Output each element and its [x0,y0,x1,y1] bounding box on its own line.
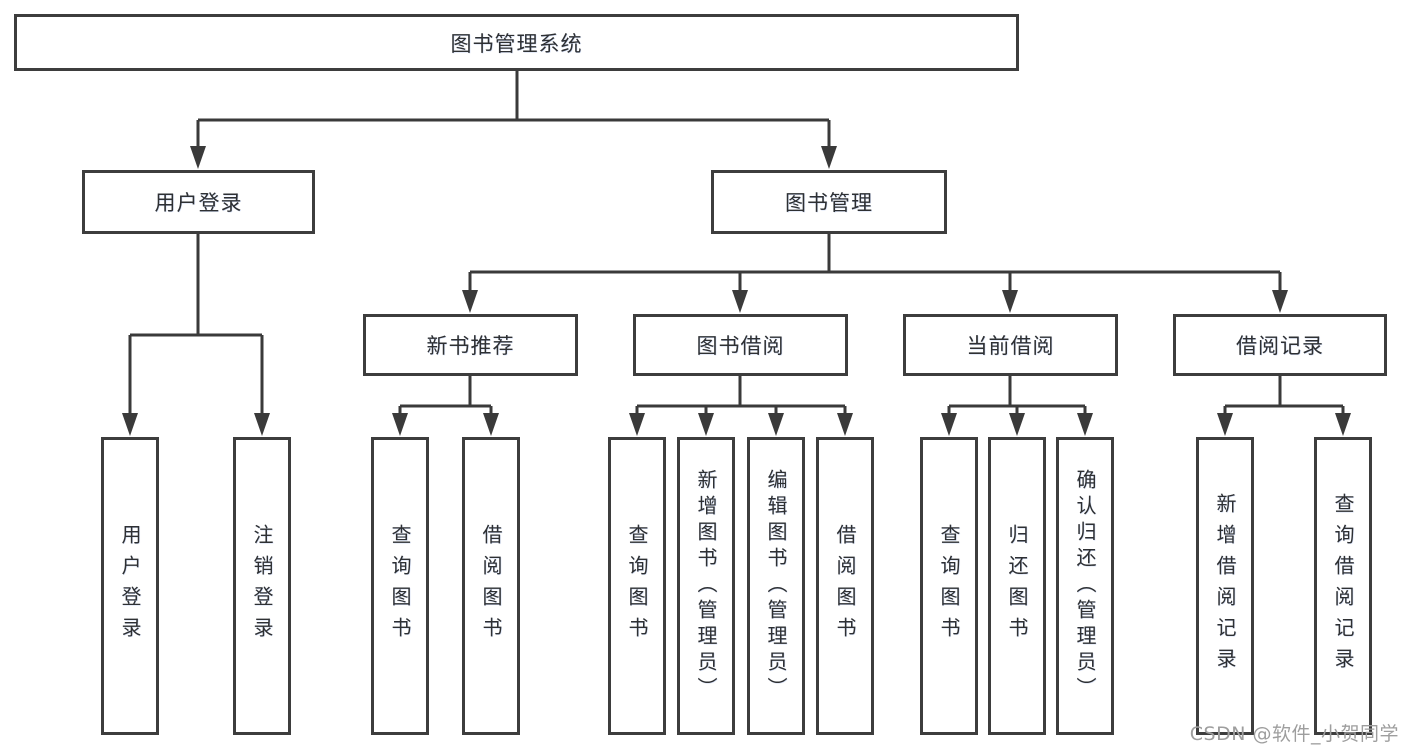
leaf-return-books-label: 归还图书 [1005,524,1029,648]
leaf-query-books-current: 查询图书 [920,437,978,735]
leaf-logout: 注销登录 [233,437,291,735]
node-borrow-records: 借阅记录 [1173,314,1387,376]
leaf-confirm-return-admin: 确认归还（管理员） [1056,437,1114,735]
leaf-add-books-admin-label: 新增图书（管理员） [694,469,718,703]
node-user-login: 用户登录 [82,170,315,234]
leaf-add-books-admin: 新增图书（管理员） [677,437,735,735]
leaf-query-books-borrow-label: 查询图书 [625,524,649,648]
leaf-query-books-current-label: 查询图书 [937,524,961,648]
leaf-logout-label: 注销登录 [250,524,274,648]
node-user-login-label: 用户登录 [154,191,243,215]
leaf-query-books-borrow: 查询图书 [608,437,666,735]
leaf-return-books: 归还图书 [988,437,1046,735]
node-book-borrow-label: 图书借阅 [696,334,785,358]
node-root: 图书管理系统 [14,14,1019,71]
node-current-borrow-label: 当前借阅 [966,334,1055,358]
leaf-add-borrow-record-label: 新增借阅记录 [1213,493,1237,679]
leaf-query-books-recommend: 查询图书 [371,437,429,735]
leaf-edit-books-admin-label: 编辑图书（管理员） [764,469,788,703]
node-root-label: 图书管理系统 [450,31,583,56]
leaf-query-borrow-record: 查询借阅记录 [1314,437,1372,735]
node-current-borrow: 当前借阅 [903,314,1118,376]
leaf-user-login: 用户登录 [101,437,159,735]
node-new-book-recommend: 新书推荐 [363,314,578,376]
leaf-borrow-books-recommend-label: 借阅图书 [479,524,503,648]
leaf-borrow-books: 借阅图书 [816,437,874,735]
arrowheads [122,146,1351,436]
node-borrow-records-label: 借阅记录 [1236,334,1324,358]
leaf-query-borrow-record-label: 查询借阅记录 [1331,493,1355,679]
leaf-confirm-return-admin-label: 确认归还（管理员） [1073,469,1097,703]
node-book-borrow: 图书借阅 [633,314,848,376]
leaf-borrow-books-recommend: 借阅图书 [462,437,520,735]
leaf-edit-books-admin: 编辑图书（管理员） [747,437,805,735]
node-book-management: 图书管理 [711,170,947,234]
leaf-query-books-recommend-label: 查询图书 [388,524,412,648]
csdn-watermark: CSDN @软件_小贺同学 [1189,723,1399,745]
leaf-borrow-books-label: 借阅图书 [833,524,857,648]
leaf-add-borrow-record: 新增借阅记录 [1196,437,1254,735]
leaf-user-login-label: 用户登录 [118,524,142,648]
node-book-management-label: 图书管理 [785,191,873,215]
node-new-book-recommend-label: 新书推荐 [426,334,515,358]
